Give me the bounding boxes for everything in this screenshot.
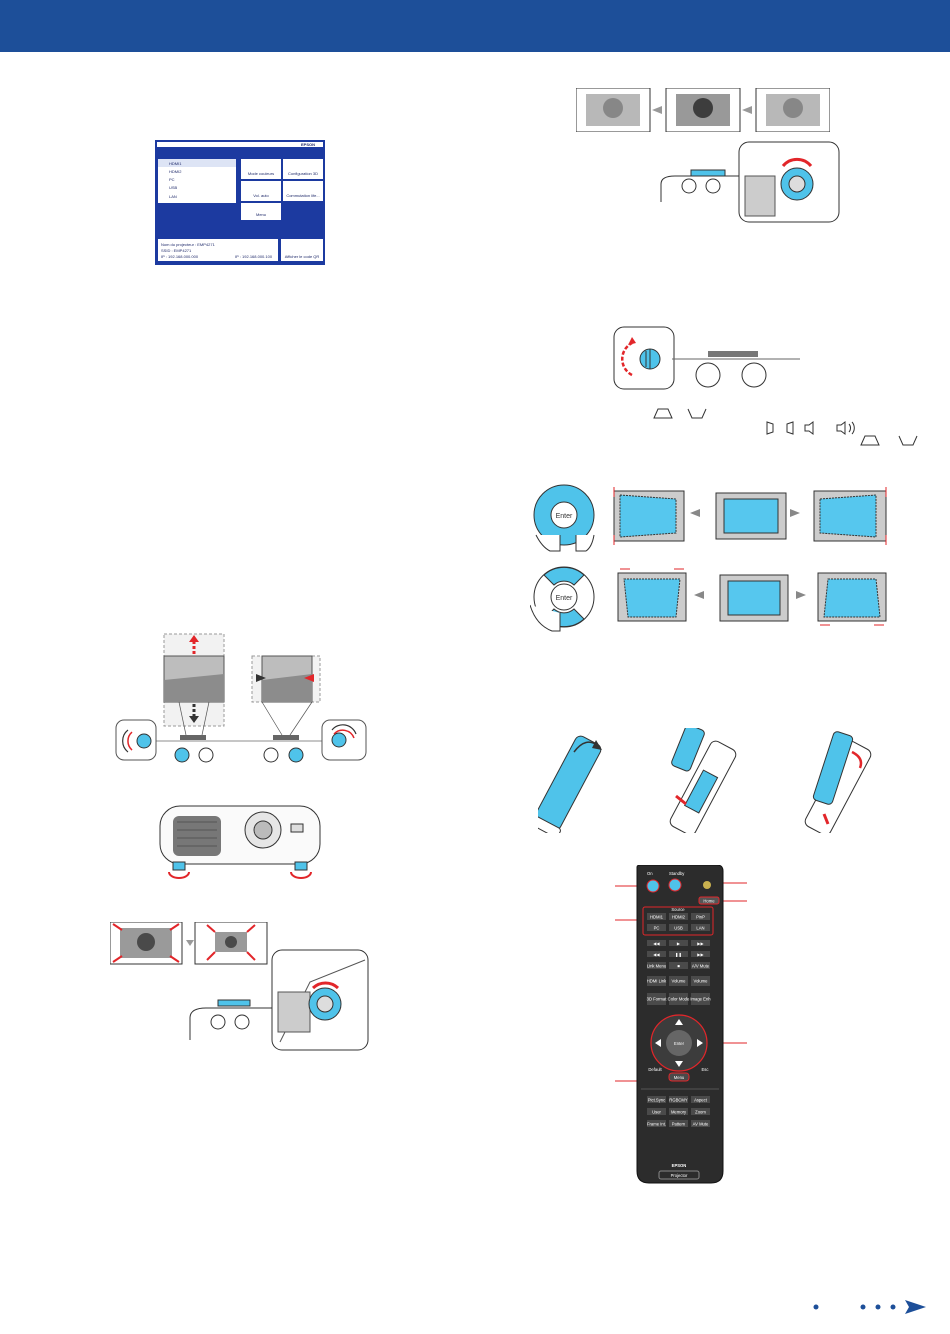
remote-model-label: Projector (671, 1173, 688, 1178)
qr-label: Afficher le code QR (285, 254, 320, 259)
remote-btn-image-enh: Image Enh (690, 997, 711, 1002)
next-page-arrow-icon[interactable] (905, 1300, 926, 1314)
remote-btn-color-mode: Color Mode (668, 997, 690, 1002)
keystone-icons-row2 (765, 420, 920, 448)
page-nav[interactable] (808, 1300, 928, 1314)
remote-btn-volume-down: Volume (672, 979, 687, 984)
tile-3d-config: Configuration 3D (288, 171, 318, 176)
remote-default-label: Default (648, 1067, 662, 1072)
source-item-pc: PC (169, 177, 175, 182)
remote-btn-hdmi2: HDMI2 (672, 915, 686, 920)
nav-dot-1[interactable] (813, 1304, 819, 1310)
remote-btn-hdmi-link: HDMI Link (647, 979, 667, 984)
remote-btn-play: ▶ (677, 941, 681, 946)
source-item-usb: USB (169, 185, 178, 190)
remote-esc-label: Esc (702, 1067, 709, 1072)
home-screen-figure: EPSON HDMI1 HDMI2 PC USB LAN Mode couleu… (155, 140, 325, 265)
remote-btn-memory: Memory (671, 1110, 687, 1115)
source-item-hdmi1: HDMI1 (169, 161, 182, 166)
nav-dot-4[interactable] (890, 1304, 896, 1310)
remote-btn-link-menu: Link Menu (647, 964, 667, 969)
source-item-lan: LAN (169, 194, 177, 199)
tile-color-mode: Mode couleurs (248, 171, 274, 176)
zoom-figure (109, 921, 375, 1052)
remote-btn-av-mute: A/V Mute (692, 964, 710, 969)
vertical-knob-figure (612, 325, 802, 395)
projector-feet-figure (155, 800, 330, 885)
focus-ring-figure (655, 140, 845, 225)
remote-btn-pc: PC (654, 926, 660, 931)
remote-on-label: On (647, 871, 653, 876)
header-bar (0, 0, 950, 52)
remote-btn-rew: ◀◀ (653, 941, 660, 946)
nav-dot-3[interactable] (875, 1304, 881, 1310)
remote-enter-label: Enter (674, 1041, 685, 1046)
remote-figure: On Standby Home Source HDMI1 HDMI2 PinP … (615, 864, 750, 1185)
info-name: Nom du projecteur : EMP4271 (161, 242, 216, 247)
keystone-vertical-figure: Enter (529, 565, 892, 635)
remote-standby-label: Standby (669, 871, 685, 876)
tile-volume: Vol. auto (253, 193, 269, 198)
remote-home-label: Home (703, 899, 715, 904)
tile-menu: Menu (256, 212, 266, 217)
remote-btn-pattern: Pattern (672, 1122, 686, 1127)
remote-btn-rgbcmy: RGBCMY (669, 1098, 688, 1103)
tile-switch: Commutation life... (286, 193, 319, 198)
keypad-enter-label-2: Enter (556, 595, 573, 602)
remote-source-label: Source (671, 907, 685, 912)
remote-btn-volume-up: Volume (694, 979, 709, 984)
remote-brand: EPSON (672, 1163, 687, 1168)
remote-menu-label: Menu (674, 1075, 685, 1080)
remote-btn-3d-format: 3D Format (647, 997, 668, 1002)
lens-shift-figure (114, 630, 374, 770)
remote-btn-pinp: PinP (696, 915, 705, 920)
remote-btn-next: ▶▶ (697, 952, 704, 957)
remote-btn-aspect: Aspect (694, 1098, 708, 1103)
info-ip: IP : 192.168.000.000 (161, 254, 199, 259)
remote-btn-ff: ▶▶ (697, 941, 704, 946)
home-brand: EPSON (301, 142, 315, 147)
remote-btn-prev: ◀◀ (653, 952, 660, 957)
remote-btn-pause: ❚❚ (675, 952, 682, 957)
keystone-icons-row1 (650, 405, 710, 421)
focus-sequence-figure (575, 87, 831, 133)
remote-btn-pict-sync: Pict.Sync (648, 1098, 665, 1103)
keystone-horizontal-figure: Enter (530, 483, 892, 553)
info-ip-right: IP : 192.168.000.100 (235, 254, 273, 259)
keypad-enter-label-1: Enter (556, 513, 573, 520)
remote-btn-user: User (652, 1110, 661, 1115)
remote-btn-stop: ■ (677, 964, 680, 969)
battery-install-figure (529, 724, 888, 838)
remote-btn-lan: LAN (696, 926, 704, 931)
remote-btn-zoom: Zoom (695, 1110, 706, 1115)
remote-btn-av-mute-2: AV Mute (693, 1122, 709, 1127)
remote-btn-hdmi1: HDMI1 (650, 915, 664, 920)
info-ssid: SSID : EMP4271 (161, 248, 192, 253)
remote-btn-frame-int: Frame Int. (647, 1122, 666, 1127)
nav-dot-2[interactable] (860, 1304, 866, 1310)
remote-btn-usb: USB (674, 926, 683, 931)
source-item-hdmi2: HDMI2 (169, 169, 182, 174)
